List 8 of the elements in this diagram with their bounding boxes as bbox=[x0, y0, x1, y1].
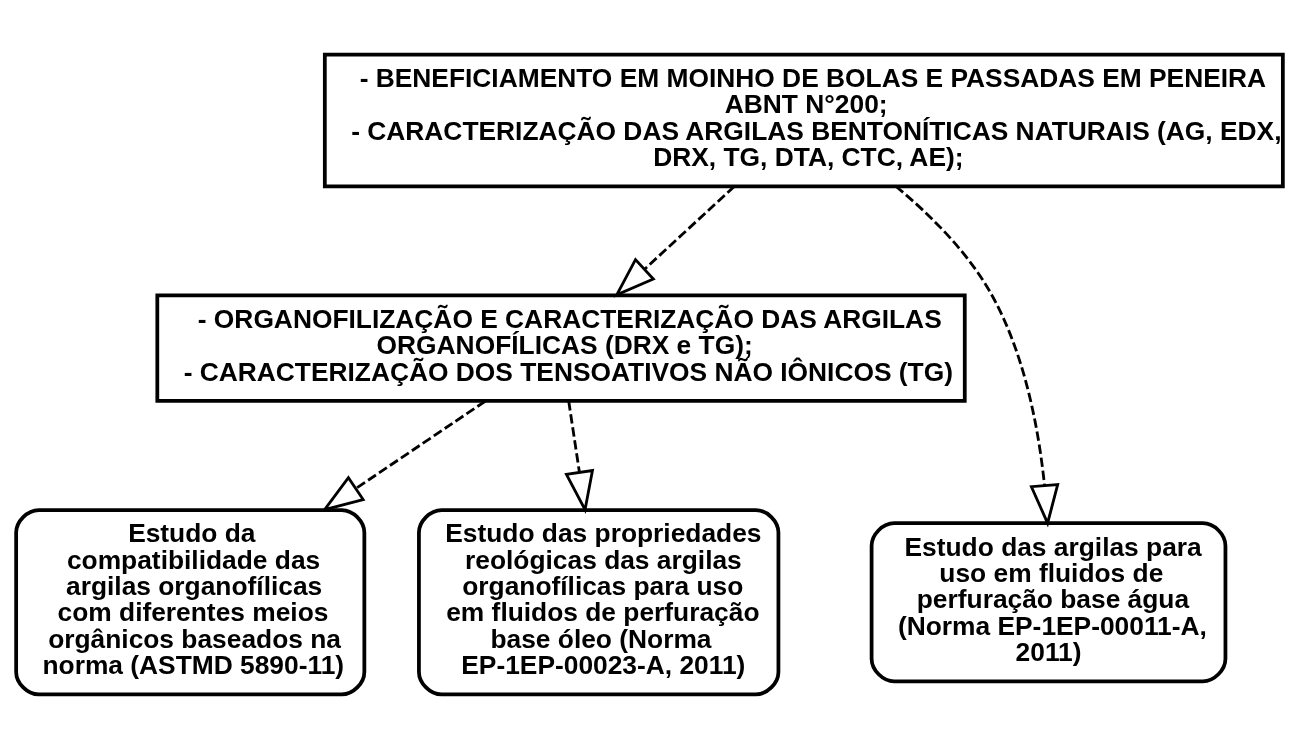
arrow bbox=[613, 185, 736, 298]
node-box: Estudo das argilas para uso em fluidos de perfuração base água (Norma EP-1EP-00011-A, 2011) bbox=[869, 521, 1228, 684]
node-box: Estudo da compatibilidade das argilas organofílicas com diferentes meios orgânicos baseados na norma (ASTMD 5890-11) bbox=[14, 508, 367, 697]
arrow bbox=[895, 185, 1060, 528]
node-box: Estudo das propriedades reológicas das argilas organofílicas para uso em fluidos de perfuração base óleo (Norma EP-1EP-00023-A, 2011) bbox=[417, 508, 781, 697]
node-box: - BENEFICIAMENTO EM MOINHO DE BOLAS E PASSADAS EM PENEIRA ABNT N°200; - CARACTERIZAÇÃO DAS ARGILAS BENTONÍTICAS NATURAIS (AG, EDX, DRX, TG, DTA, CTC, AE); bbox=[322, 52, 1285, 189]
node-box: - ORGANOFILIZAÇÃO E CARACTERIZAÇÃO DAS ARGILAS ORGANOFÍLICAS (DRX e TG); - CARACTERIZAÇÃO DOS TENSOATIVOS NÃO IÔNICOS (TG) bbox=[155, 293, 967, 403]
arrow bbox=[564, 401, 595, 514]
